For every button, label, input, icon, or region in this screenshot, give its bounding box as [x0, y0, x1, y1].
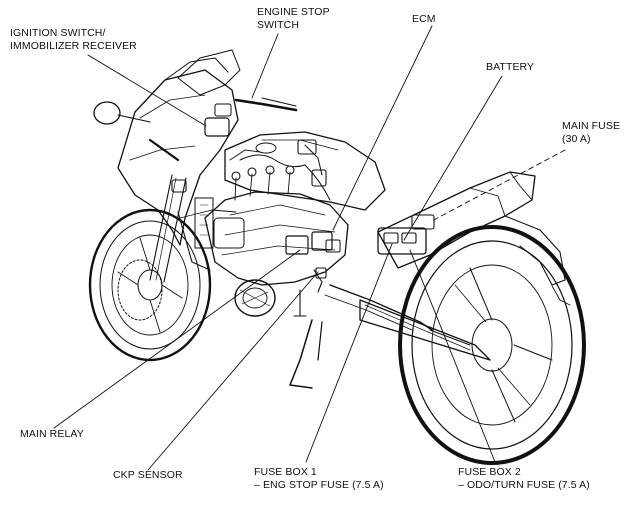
ckp-sensor-label: CKP SENSOR: [113, 469, 183, 481]
fuel-tank: [224, 131, 386, 211]
engine: [194, 165, 349, 317]
leader-lines: [53, 25, 566, 471]
rear-wheel: [398, 225, 586, 465]
battery-fuse-box: [377, 214, 435, 255]
side-stand: [289, 319, 323, 389]
engine-stop-switch-label: ENGINE STOP SWITCH: [257, 6, 330, 31]
mirror: [93, 101, 151, 125]
battery-label: BATTERY: [486, 61, 535, 73]
main-fuse-label: MAIN FUSE (30 A): [562, 120, 621, 145]
harness: [171, 139, 331, 201]
swingarm: [359, 299, 491, 361]
ecm-label: ECM: [412, 13, 436, 25]
ignition-switch-label: IGNITION SWITCH/ IMMOBILIZER RECEIVER: [10, 27, 137, 52]
main-relay-label: MAIN RELAY: [20, 428, 84, 440]
front-fork: [149, 174, 187, 283]
windscreen: [177, 49, 241, 96]
handlebars: [148, 97, 298, 162]
fuse-box-2-label: FUSE BOX 2 – ODO/TURN FUSE (7.5 A): [458, 466, 590, 491]
fuse-box-1-label: FUSE BOX 1 – ENG STOP FUSE (7.5 A): [254, 466, 384, 491]
tail-section: [377, 171, 571, 306]
electrical-components: [285, 231, 341, 317]
front-fairing: [117, 57, 239, 271]
front-wheel: [88, 208, 212, 362]
